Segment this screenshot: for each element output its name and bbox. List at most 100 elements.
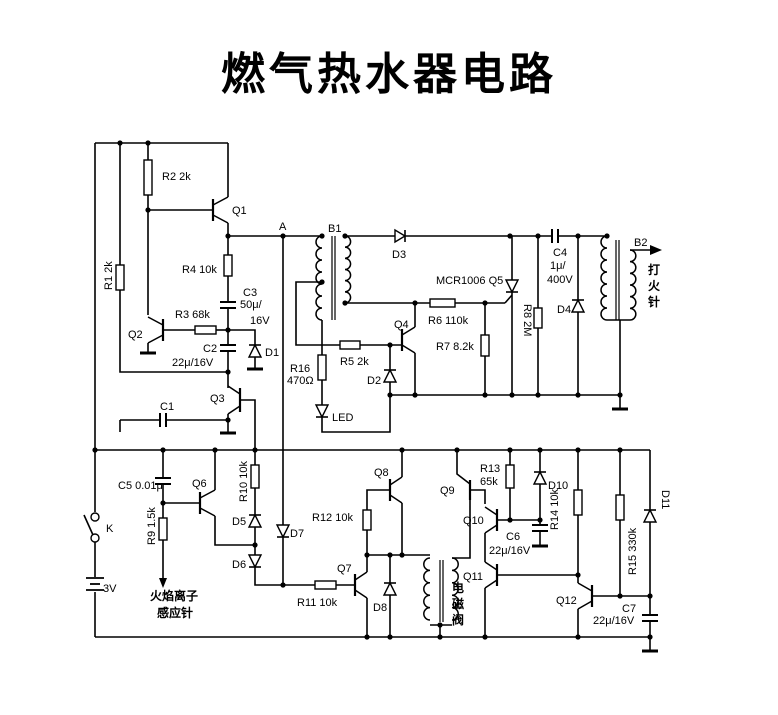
label-c6: C6 (506, 531, 520, 543)
junction-dot (145, 140, 151, 146)
transistor-collector (401, 326, 416, 336)
label-c5: C5 0.01μ (118, 480, 163, 492)
junction-dot (387, 392, 393, 398)
capacitor (220, 301, 236, 309)
diode (382, 368, 398, 383)
junction-dot (387, 634, 393, 640)
resistor (314, 580, 337, 590)
junction-dot (342, 300, 348, 306)
label-q11: Q11 (463, 571, 483, 583)
wire (456, 450, 471, 485)
label-igniter-3: 针 (648, 294, 660, 309)
label-igniter-2: 火 (648, 279, 661, 293)
transistor (388, 476, 403, 504)
junction-dot (225, 369, 231, 375)
resistor (250, 464, 260, 489)
label-q2: Q2 (128, 329, 143, 341)
diode (394, 228, 407, 244)
transistor-emitter (577, 600, 593, 610)
diode-triangle (382, 581, 398, 596)
resistor (480, 334, 490, 357)
junction-dot (537, 447, 543, 453)
transistor-collector (147, 316, 164, 326)
wire (366, 489, 390, 510)
wire (321, 395, 391, 433)
label-q5: MCR1006 Q5 (436, 275, 503, 287)
diode-triangle (247, 343, 263, 358)
junction-dot (507, 517, 513, 523)
inductor-coil (451, 557, 459, 621)
wire (83, 514, 94, 536)
junction-dot (647, 593, 653, 599)
label-d6: D6 (232, 559, 246, 571)
junction-dot (617, 392, 623, 398)
diode-triangle (642, 508, 658, 523)
junction-dot (617, 447, 623, 453)
label-d5: D5 (232, 516, 246, 528)
junction-dot (507, 233, 513, 239)
label-r7: R7 8.2k (436, 341, 474, 353)
junction-dot (482, 392, 488, 398)
transistor (400, 326, 416, 354)
transistor-emitter (401, 344, 416, 354)
diagram-title: 燃气热水器电路 (221, 49, 557, 100)
junction-dot (482, 634, 488, 640)
junction-dot (509, 392, 515, 398)
wire (240, 399, 256, 450)
capacitor (642, 614, 658, 622)
transistor (211, 196, 229, 224)
label-b2: B2 (634, 237, 647, 249)
resistor (115, 264, 125, 291)
label-c6-val: 22μ/16V (489, 545, 531, 557)
label-c4-volt: 400V (547, 274, 573, 286)
junction-dot (535, 392, 541, 398)
component-labels: R1 2k R2 2k Q1 A B1 D3 R4 10k C3 50μ/ 16… (103, 171, 671, 627)
label-b1: B1 (328, 223, 341, 235)
junction-dot (160, 447, 166, 453)
resistor (615, 494, 625, 521)
inductor-coil (423, 557, 431, 621)
junction-dot (454, 447, 460, 453)
label-c4-cap: 1μ/ (550, 260, 566, 272)
label-q7: Q7 (337, 563, 352, 575)
label-r6: R6 110k (428, 315, 469, 327)
diode-triangle (314, 404, 330, 419)
inductor-coil (600, 235, 608, 321)
junction-dot (575, 447, 581, 453)
junction-dot (225, 233, 231, 239)
wire (119, 290, 228, 373)
wire (227, 405, 241, 415)
label-c3-volt: 16V (250, 315, 270, 327)
junction-dot (507, 447, 513, 453)
inductor-coil (629, 249, 637, 321)
label-r5: R5 2k (340, 356, 369, 368)
capacitor (155, 477, 171, 485)
label-q3: Q3 (210, 393, 225, 405)
inductor-coil (344, 235, 352, 304)
junction-dot (252, 447, 258, 453)
label-d3: D3 (392, 249, 406, 261)
arrow-icon (159, 578, 167, 588)
junction-dot (575, 392, 581, 398)
label-c2-val: 22μ/16V (172, 357, 214, 369)
label-q10: Q10 (463, 515, 484, 527)
junction-dot (399, 552, 405, 558)
diode (642, 508, 658, 523)
junction-dot (280, 233, 286, 239)
transistor-emitter (354, 589, 368, 599)
junction-dot (117, 140, 123, 146)
switch-contact (90, 533, 100, 543)
capacitor (551, 229, 559, 243)
diode (275, 524, 291, 539)
wire (452, 506, 471, 559)
junction-dot (437, 634, 443, 640)
junction-dot (364, 634, 370, 640)
wire (227, 385, 241, 395)
label-d2: D2 (367, 375, 381, 387)
diode-triangle (382, 368, 398, 383)
diode-triangle (247, 513, 263, 528)
label-r16-val: 470Ω (287, 375, 314, 387)
junction-dot (647, 634, 653, 640)
capacitor (159, 413, 167, 427)
